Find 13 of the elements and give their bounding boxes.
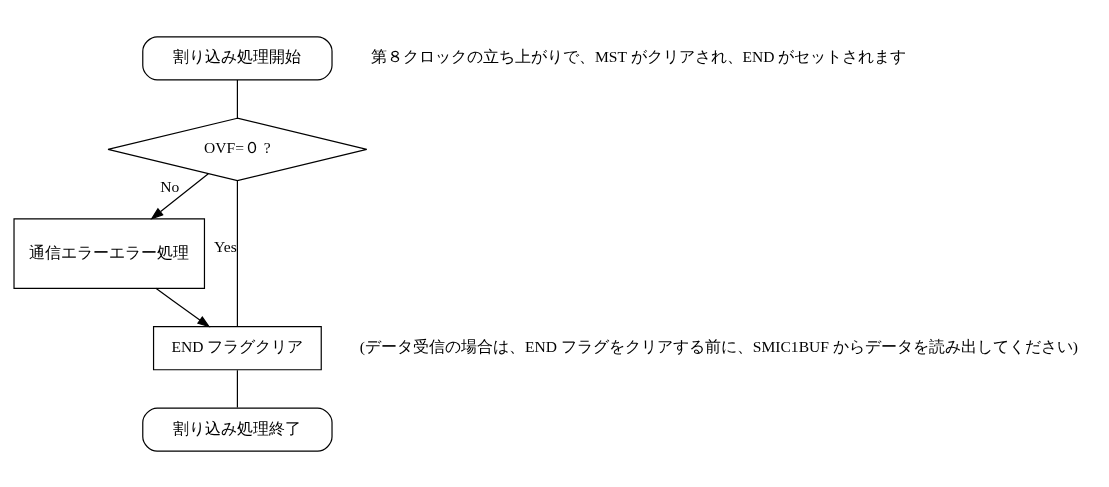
node-box: 割り込み処理終了	[142, 407, 333, 452]
arrow	[150, 172, 209, 220]
node-box: 割り込み処理開始	[142, 35, 333, 80]
edge-label: Yes	[214, 237, 237, 255]
connector	[236, 369, 238, 408]
node-box: END フラグクリア	[152, 325, 322, 370]
connector	[236, 79, 238, 119]
connector	[236, 179, 238, 327]
node-box: 通信エラーエラー処理	[13, 217, 206, 289]
node-diamond: OVF=０ ?	[107, 117, 368, 181]
node-label: 第８クロックの立ち上がりで、MST がクリアされ、END がセットされます	[370, 47, 907, 65]
arrow	[155, 287, 211, 328]
node-label: (データ受信の場合は、END フラグをクリアする前に、SMIC1BUF からデータを読み出してください)	[359, 337, 1079, 355]
